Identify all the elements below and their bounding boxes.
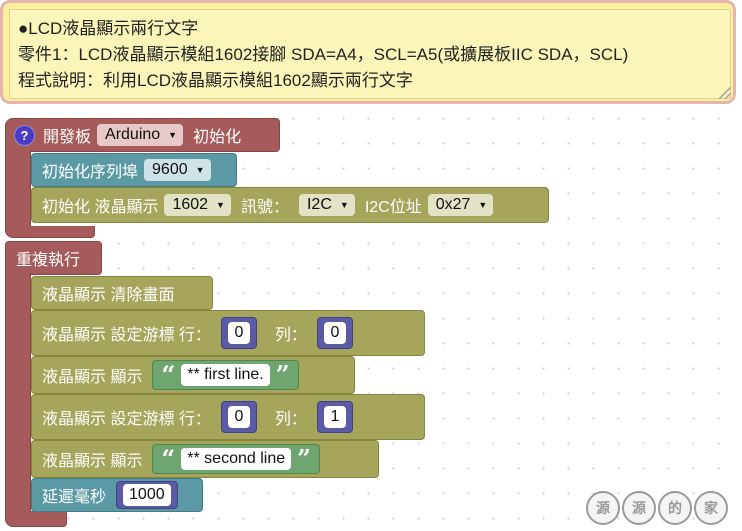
chevron-down-icon: ▼ — [339, 200, 349, 210]
col-label: 列： — [274, 411, 307, 428]
serial-init-label: 初始化序列埠 — [42, 164, 139, 181]
address-dropdown[interactable]: 0x27 ▼ — [427, 194, 494, 216]
baud-dropdown[interactable]: 9600 ▼ — [144, 159, 211, 181]
row-number-field[interactable]: 0 — [227, 322, 250, 344]
comment-line-3: 程式說明：利用LCD液晶顯示模組1602顯示兩行文字 — [18, 71, 413, 90]
help-icon[interactable]: ? — [14, 124, 35, 146]
delay-block[interactable]: 延遲毫秒 1000 — [31, 478, 203, 512]
comment-line-2: 零件1：LCD液晶顯示模組1602接腳 SDA=A4，SCL=A5(或擴展板II… — [18, 45, 629, 64]
lcd-set-cursor-block-1[interactable]: 液晶顯示 設定游標 行： 0 列： 0 — [31, 310, 425, 356]
logo-char: 源 — [586, 491, 620, 525]
comment-bubble[interactable]: ●LCD液晶顯示兩行文字 零件1：LCD液晶顯示模組1602接腳 SDA=A4，… — [0, 0, 736, 104]
row-number-block[interactable]: 0 — [220, 317, 257, 349]
comment-text-area[interactable]: ●LCD液晶顯示兩行文字 零件1：LCD液晶顯示模組1602接腳 SDA=A4，… — [9, 9, 731, 99]
lcd-clear-block[interactable]: 液晶顯示 清除畫面 — [31, 276, 213, 310]
board-dropdown[interactable]: Arduino ▼ — [97, 124, 184, 146]
loop-block-spine — [5, 273, 31, 513]
lcd-print-block-2[interactable]: 液晶顯示 顯示 “ ** second line ” — [31, 440, 379, 478]
address-label: I2C位址 — [364, 199, 422, 216]
board-value: Arduino — [105, 126, 161, 143]
delay-number-block[interactable]: 1000 — [116, 481, 178, 509]
setup-block-footer — [5, 226, 95, 238]
col-number-field[interactable]: 0 — [323, 322, 346, 344]
logo-char: 源 — [622, 491, 656, 525]
print-label: 液晶顯示 顯示 — [42, 453, 143, 470]
loop-block-footer — [5, 511, 67, 527]
signal-value: I2C — [306, 196, 332, 213]
delay-label: 延遲毫秒 — [42, 489, 107, 506]
col-number-field[interactable]: 1 — [323, 406, 346, 428]
col-label: 列： — [274, 327, 307, 344]
setup-open-label: 開發板 — [43, 129, 92, 146]
set-cursor-label: 液晶顯示 設定游標 行： — [42, 411, 211, 428]
col-number-block[interactable]: 0 — [316, 317, 353, 349]
address-value: 0x27 — [435, 196, 471, 213]
lcd-model-dropdown[interactable]: 1602 ▼ — [164, 194, 231, 216]
chevron-down-icon: ▼ — [168, 130, 178, 140]
logo-char: 家 — [694, 491, 728, 525]
print-label: 液晶顯示 顯示 — [42, 369, 143, 386]
setup-block-spine — [5, 150, 31, 228]
row-number-block[interactable]: 0 — [220, 401, 257, 433]
lcd-model-value: 1602 — [172, 196, 209, 213]
setup-init-label: 初始化 — [193, 129, 242, 146]
signal-dropdown[interactable]: I2C ▼ — [298, 194, 355, 216]
delay-number-field[interactable]: 1000 — [123, 484, 171, 506]
loop-label: 重複執行 — [16, 252, 81, 269]
chevron-down-icon: ▼ — [478, 200, 488, 210]
baud-value: 9600 — [152, 161, 188, 178]
chevron-down-icon: ▼ — [195, 165, 205, 175]
signal-label: 訊號： — [240, 199, 289, 216]
comment-line-1: ●LCD液晶顯示兩行文字 — [18, 19, 199, 38]
watermark-logo: 源 源 的 家 — [586, 491, 728, 525]
text-field-2[interactable]: ** second line — [181, 448, 292, 470]
lcd-init-block[interactable]: 初始化 液晶顯示 1602 ▼ 訊號： I2C ▼ I2C位址 0x27 ▼ — [31, 187, 549, 223]
text-block-2[interactable]: “ ** second line ” — [152, 444, 320, 474]
lcd-set-cursor-block-2[interactable]: 液晶顯示 設定游標 行： 0 列： 1 — [31, 394, 425, 440]
lcd-print-block-1[interactable]: 液晶顯示 顯示 “ ** first line. ” — [31, 356, 355, 394]
logo-char: 的 — [658, 491, 692, 525]
col-number-block[interactable]: 1 — [316, 401, 353, 433]
text-block-1[interactable]: “ ** first line. ” — [152, 360, 299, 390]
lcd-clear-label: 液晶顯示 清除畫面 — [42, 287, 175, 304]
setup-block[interactable]: ? 開發板 Arduino ▼ 初始化 — [5, 118, 280, 152]
quote-open-icon: “ — [161, 444, 176, 473]
quote-open-icon: “ — [161, 360, 176, 389]
row-number-field[interactable]: 0 — [227, 406, 250, 428]
comment-resize-handle[interactable] — [719, 87, 731, 99]
quote-close-icon: ” — [275, 360, 290, 389]
set-cursor-label: 液晶顯示 設定游標 行： — [42, 327, 211, 344]
chevron-down-icon: ▼ — [216, 200, 225, 210]
lcd-init-label: 初始化 液晶顯示 — [42, 199, 159, 216]
serial-init-block[interactable]: 初始化序列埠 9600 ▼ — [31, 153, 237, 187]
loop-block[interactable]: 重複執行 — [5, 241, 102, 275]
text-field-1[interactable]: ** first line. — [181, 364, 270, 386]
quote-close-icon: ” — [297, 444, 311, 473]
